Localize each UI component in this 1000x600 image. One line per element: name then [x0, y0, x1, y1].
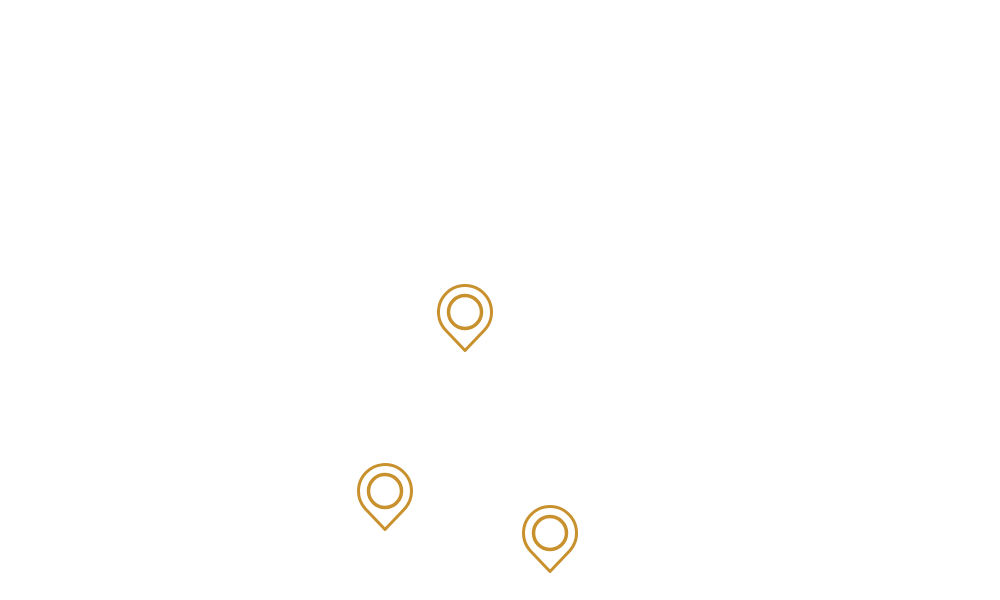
map-pin-icon	[357, 463, 413, 531]
map-marker[interactable]	[357, 463, 413, 531]
map-pin-icon	[437, 284, 493, 352]
map-pin-icon	[522, 505, 578, 573]
map-pin-inner-circle	[531, 514, 569, 552]
map-pin-inner-circle	[366, 472, 404, 510]
map-pin-inner-circle	[446, 293, 484, 331]
map-marker[interactable]	[522, 505, 578, 573]
map-marker[interactable]	[437, 284, 493, 352]
